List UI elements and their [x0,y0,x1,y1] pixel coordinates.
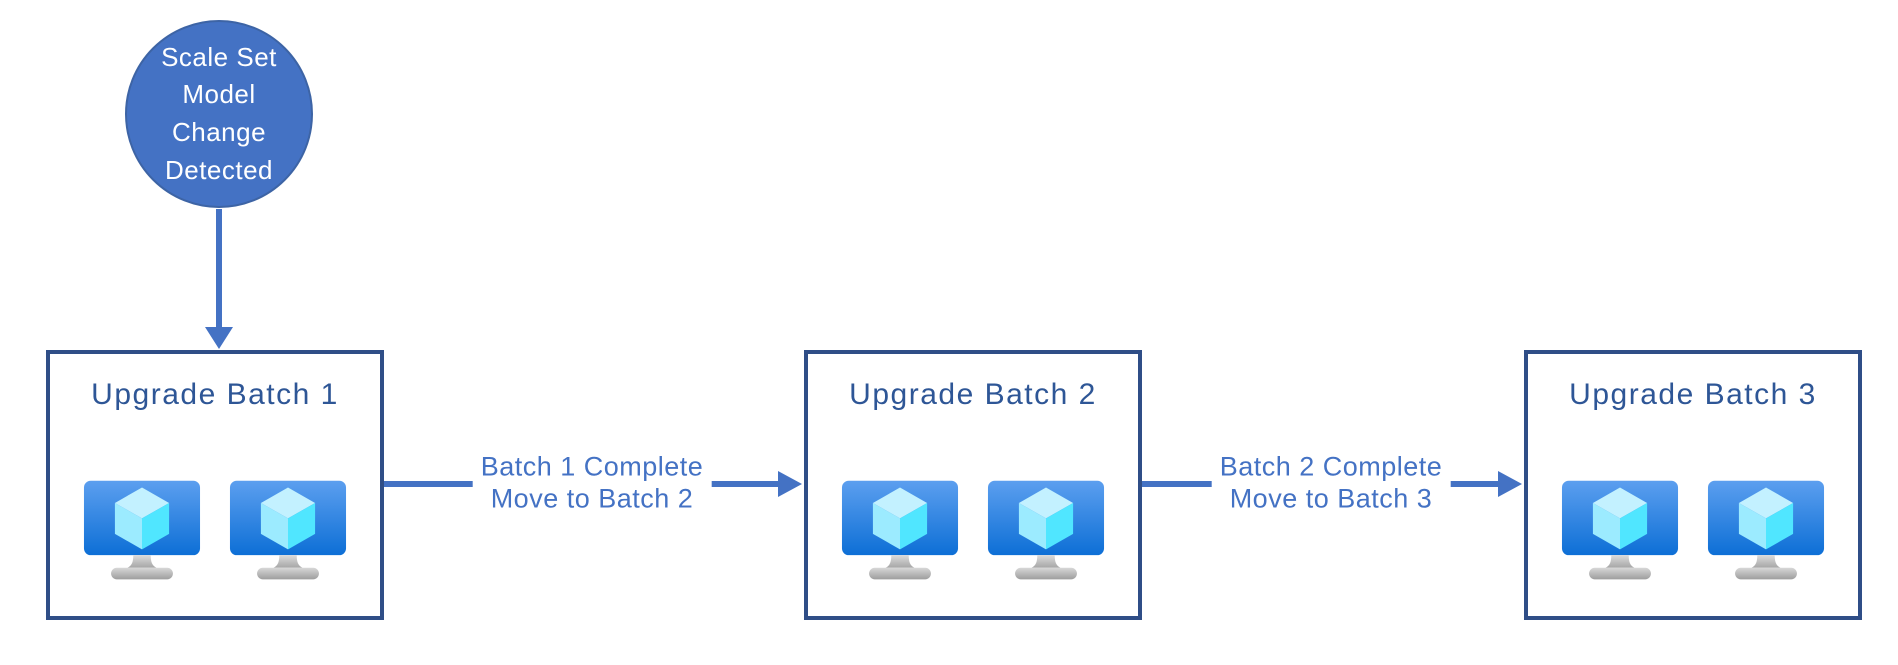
vm-icon [841,480,959,580]
batch-box-2: Upgrade Batch 2 [804,350,1142,620]
down-arrowhead-icon [205,327,233,349]
batch-1-vm-group [50,478,380,584]
batch-2-title: Upgrade Batch 2 [849,378,1097,411]
vm-icon [83,480,201,580]
batch-box-1: Upgrade Batch 1 [46,350,384,620]
vm-icon [987,480,1105,580]
arrow-1-head-icon [778,471,802,497]
transition-2-line2: Move to Batch 3 [1229,484,1433,514]
arrow-2-head-icon [1498,471,1522,497]
transition-1-line2: Move to Batch 2 [490,484,694,514]
batch-3-title: Upgrade Batch 3 [1569,378,1817,411]
vm-icon [1707,480,1825,580]
transition-1-line1: Batch 1 Complete [480,451,704,482]
transition-2-line1: Batch 2 Complete [1219,451,1443,482]
start-node-circle: Scale Set Model Change Detected [125,20,313,208]
transition-label-2: Batch 2 Complete Move to Batch 3 [1211,447,1451,519]
transition-label-1: Batch 1 Complete Move to Batch 2 [472,447,712,519]
batch-3-vm-group [1528,478,1858,584]
batch-box-3: Upgrade Batch 3 [1524,350,1862,620]
batch-1-title: Upgrade Batch 1 [91,378,339,411]
vm-icon [1561,480,1679,580]
start-node-label: Scale Set Model Change Detected [161,41,277,185]
batch-2-vm-group [808,478,1138,584]
vm-icon [229,480,347,580]
